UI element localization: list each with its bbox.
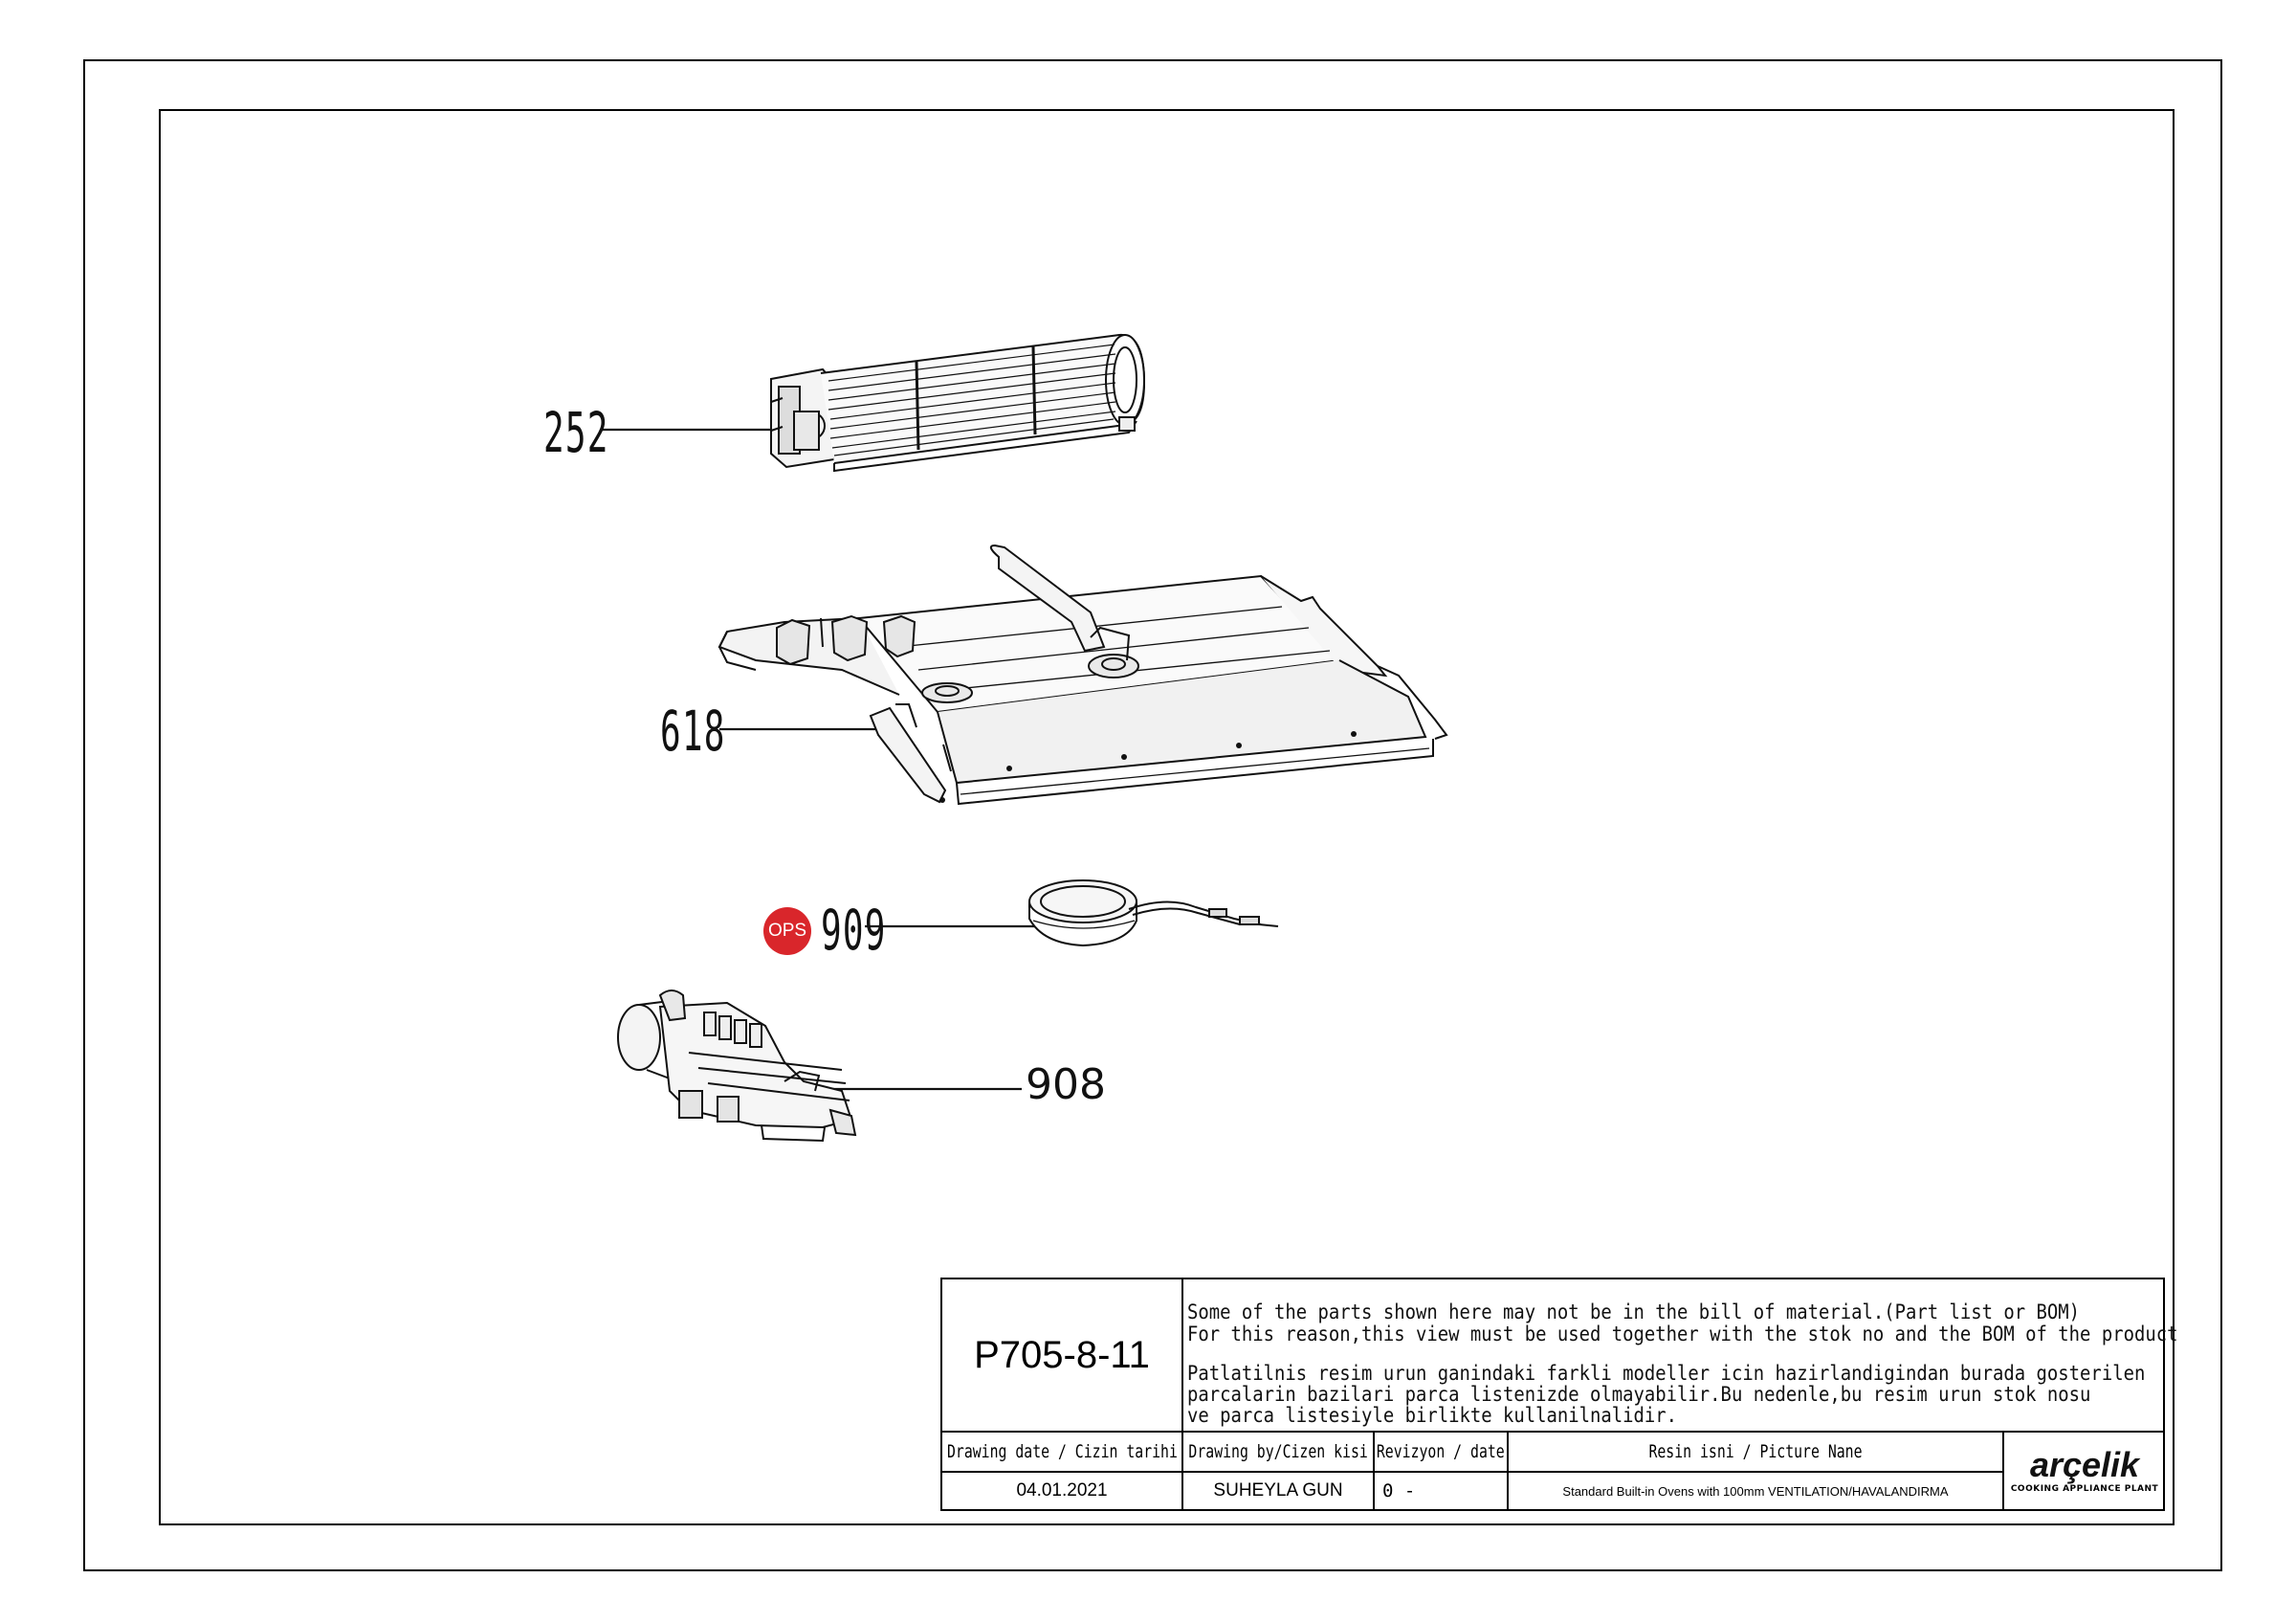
- note-line: For this reason,this view must be used t…: [1187, 1323, 2178, 1345]
- callout-252: 252: [543, 400, 609, 465]
- picture-name-header-label: Resin isni / Picture Nane: [1648, 1441, 1863, 1462]
- thermostat-part[interactable]: [865, 879, 1279, 947]
- duct-cover-part[interactable]: [718, 544, 1448, 806]
- note-line: Patlatilnis resim urun ganindaki farkli …: [1187, 1362, 2146, 1385]
- ops-badge: OPS: [763, 907, 811, 955]
- picture-name-header: Resin isni / Picture Nane: [1509, 1433, 2004, 1473]
- callout-908: 908: [1026, 1060, 1106, 1109]
- revision-value: 0 -: [1375, 1473, 1509, 1509]
- callout-618: 618: [660, 699, 726, 764]
- drawing-by-header-label: Drawing by/Cizen kisi: [1188, 1441, 1368, 1462]
- revision-header: Revizyon / date: [1375, 1433, 1509, 1473]
- logo-subtitle: COOKING APPLIANCE PLANT: [2010, 1484, 2159, 1494]
- note-line: parcalarin bazilari parca listenizde olm…: [1187, 1383, 2091, 1406]
- drawing-date-value: 04.01.2021: [942, 1473, 1183, 1509]
- outer-frame: [83, 59, 2222, 1571]
- inner-frame: [159, 109, 2175, 1525]
- picture-name-value: Standard Built-in Ovens with 100mm VENTI…: [1509, 1473, 2004, 1509]
- gas-valve-part[interactable]: [617, 989, 1022, 1143]
- drawing-date-header: Drawing date / Cizin tarihi: [942, 1433, 1183, 1473]
- note-line: Some of the parts shown here may not be …: [1187, 1301, 2081, 1323]
- callout-909: 909: [821, 898, 887, 963]
- title-block: P705-8-11 Some of the parts shown here m…: [940, 1278, 2177, 1511]
- tangential-fan-part[interactable]: [601, 333, 1146, 473]
- note-line: ve parca listesiyle birlikte kullanilnal…: [1187, 1404, 1678, 1427]
- arcelik-logo: arçelik COOKING APPLIANCE PLANT: [2004, 1433, 2165, 1509]
- revision-header-label: Revizyon / date: [1377, 1441, 1505, 1462]
- notes-box: Some of the parts shown here may not be …: [1183, 1279, 2177, 1433]
- drawing-by-value: SUHEYLA GUN: [1183, 1473, 1375, 1509]
- logo-wordmark: arçelik: [2029, 1445, 2140, 1484]
- drawing-by-header: Drawing by/Cizen kisi: [1183, 1433, 1375, 1473]
- drawing-date-header-label: Drawing date / Cizin tarihi: [946, 1441, 1178, 1462]
- drawing-number: P705-8-11: [942, 1279, 1183, 1433]
